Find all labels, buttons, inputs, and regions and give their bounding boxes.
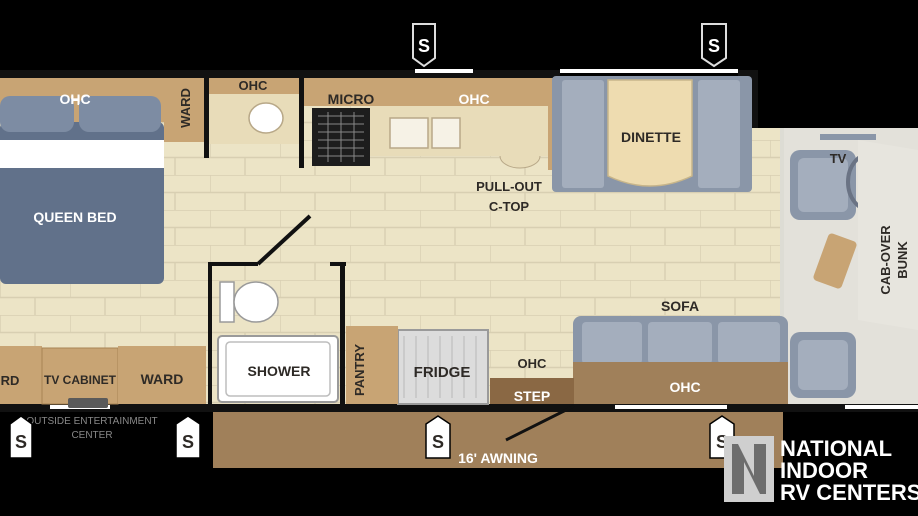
rd-label: RD [1,373,20,388]
ohc-bath-label: OHC [239,78,269,93]
wardrobe-bottom [118,346,206,404]
svg-text:S: S [708,36,720,56]
pullout-ctop-icon [499,155,541,169]
bath-wall-left [208,262,212,404]
ctop-label: C-TOP [489,199,530,214]
slide-marker-bottom-1: S [9,415,33,459]
svg-text:S: S [418,36,430,56]
micro-label: MICRO [328,91,375,107]
bath-door-swing [256,214,312,266]
dinette-seat-right [698,80,740,188]
ohc-bath-cabinet [209,78,299,94]
ward-bottom-label: WARD [141,371,184,387]
national-indoor-rv-logo: NATIONAL INDOOR RV CENTERS [724,436,918,505]
outside-tv-icon [68,398,108,408]
wall-top-mid [300,70,560,78]
tv-label: TV [830,151,847,166]
awning [213,412,783,468]
window-bottom-2 [615,405,727,409]
ohc-kitchen-label: OHC [458,91,489,107]
kitchen-sink-right-icon [431,117,461,149]
slide-marker-bottom-3: S [425,415,451,459]
roof-cap [758,70,918,128]
dinette-label: DINETTE [621,129,681,145]
svg-text:S: S [182,432,194,452]
toilet-bowl-icon [233,281,279,323]
sofa-cushion-3 [718,322,780,364]
logo-line-3: RV CENTERS [780,480,918,505]
sofa-cushion-1 [582,322,642,364]
pantry-label: PANTRY [352,344,367,396]
bath-wall-top-left [208,262,258,266]
wall-ward [204,78,209,158]
shower [217,335,339,403]
awning-label: 16' AWNING [458,450,538,466]
svg-text:S: S [432,432,444,452]
step-label: STEP [514,388,551,404]
wardrobe-bottom-left [0,346,42,404]
pantry [346,326,398,404]
ohc-step-label: OHC [518,356,548,371]
entry-door-swing [505,404,575,442]
ohc-sofa-cabinet [573,362,788,404]
outside-ent-label-2: CENTER [71,430,112,441]
wall-bath-kitchen [299,78,304,168]
micro-cabinet [304,78,400,106]
tv-mount [820,134,876,140]
sofa-label: SOFA [661,298,699,314]
dinette-table [607,79,693,187]
ohc-bedroom-label-top: OHC [59,91,90,107]
shower-label: SHOWER [248,363,311,379]
logo-line-1: NATIONAL [780,436,892,461]
cab-console [813,233,857,289]
ohc-bedroom-strip [0,78,164,96]
tv-cabinet-label: TV CABINET [44,373,117,387]
fridge [397,329,489,405]
bath-wall-right [340,262,345,404]
fridge-label: FRIDGE [414,364,471,381]
pullout-label: PULL-OUT [476,179,542,194]
ward-top-label: WARD [178,88,193,128]
slide-marker-bottom-2: S [175,415,201,459]
driver-seat-cushion [798,158,848,212]
entry-step [490,378,574,404]
window-top-1 [415,69,473,73]
tv-cabinet [41,347,119,405]
window-top-2 [560,69,738,73]
wall-bottom [0,404,918,412]
slide-marker-top-2: S [701,23,727,68]
wardrobe-top [164,78,204,142]
pillow-right [79,96,161,132]
cabover-bunk [858,140,918,330]
kitchen-sink-left-icon [389,117,429,149]
pillow-left [0,96,74,132]
stove-grate-icon [318,112,364,162]
svg-text:S: S [15,432,27,452]
sofa-cushion-2 [648,322,712,364]
logo-line-2: INDOOR [780,458,868,483]
wall-top-left [0,70,300,78]
slide-marker-top-1: S [412,23,436,68]
toilet-tank-icon [219,281,235,323]
shower-inner [225,341,331,397]
bed-sheet-fold [0,140,164,168]
passenger-seat-cushion [798,340,848,390]
bath-wall-top-right [330,262,346,266]
queen-bed-label: QUEEN BED [33,209,116,225]
window-bottom-3 [845,405,918,409]
cabover-label-2: BUNK [895,241,910,279]
outside-ent-label-1: OUTSIDE ENTERTAINMENT [26,416,157,427]
sink-icon [248,102,284,134]
cabover-label-1: CAB-OVER [878,225,893,295]
fridge-texture [403,336,477,398]
ohc-sofa-label: OHC [669,379,700,395]
dinette-seat-left [562,80,604,188]
